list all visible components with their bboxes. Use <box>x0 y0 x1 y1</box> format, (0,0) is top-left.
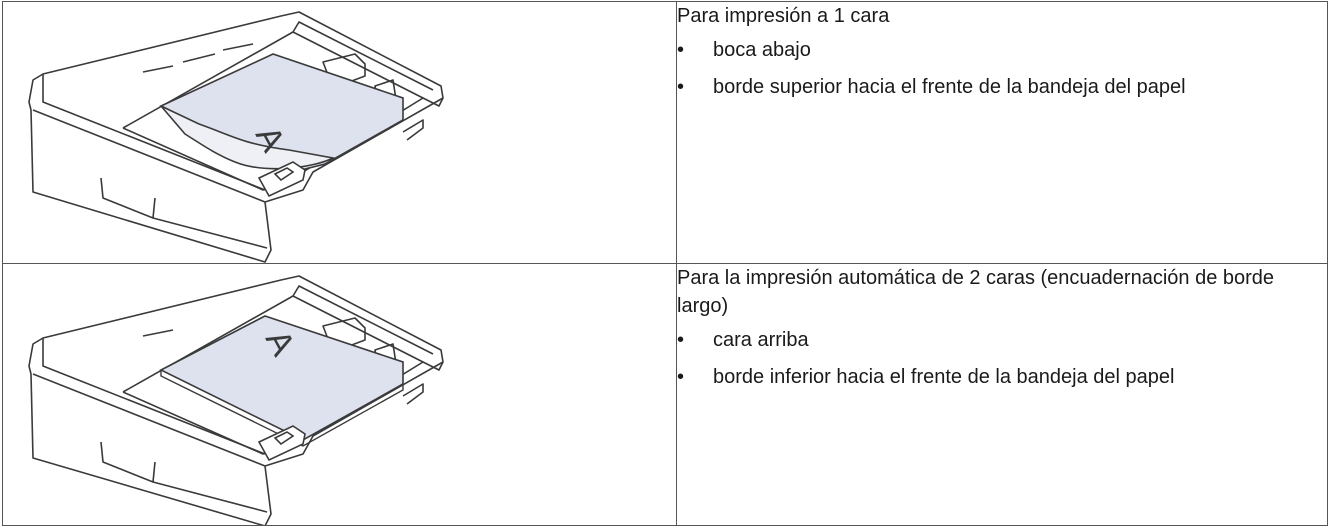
bullet-icon: • <box>677 39 685 61</box>
list-item-text: borde inferior hacia el frente de la ban… <box>713 366 1175 388</box>
list-item: • borde superior hacia el frente de la b… <box>677 73 1327 101</box>
table-row-two-sided: A Para la impresión automática de 2 cara… <box>2 263 1328 526</box>
list-item-text: boca abajo <box>713 39 811 61</box>
instruction-cell: Para la impresión automática de 2 caras … <box>676 263 1328 526</box>
illustration-cell: A <box>2 263 677 526</box>
illustration-cell: A <box>2 1 677 264</box>
list-item: • cara arriba <box>677 326 1327 354</box>
list-item: • boca abajo <box>677 36 1327 64</box>
paper-tray-face-down-icon: A <box>28 11 444 263</box>
bullet-icon: • <box>677 329 685 351</box>
instruction-intro: Para impresión a 1 cara <box>677 5 890 27</box>
instruction-list: • boca abajo • borde superior hacia el f… <box>677 36 1327 101</box>
list-item-text: cara arriba <box>713 329 809 351</box>
paper-tray-face-up-icon: A <box>28 275 444 525</box>
bullet-icon: • <box>677 76 685 98</box>
instruction-intro: Para la impresión automática de 2 caras … <box>677 267 1275 317</box>
bullet-icon: • <box>677 366 685 388</box>
instruction-cell: Para impresión a 1 cara • boca abajo • b… <box>676 1 1328 264</box>
list-item-text: borde superior hacia el frente de la ban… <box>713 76 1186 98</box>
table-row-one-sided: A Para impresión a 1 cara • boca abajo •… <box>2 1 1328 264</box>
instruction-list: • cara arriba • borde inferior hacia el … <box>677 326 1327 391</box>
list-item: • borde inferior hacia el frente de la b… <box>677 363 1327 391</box>
